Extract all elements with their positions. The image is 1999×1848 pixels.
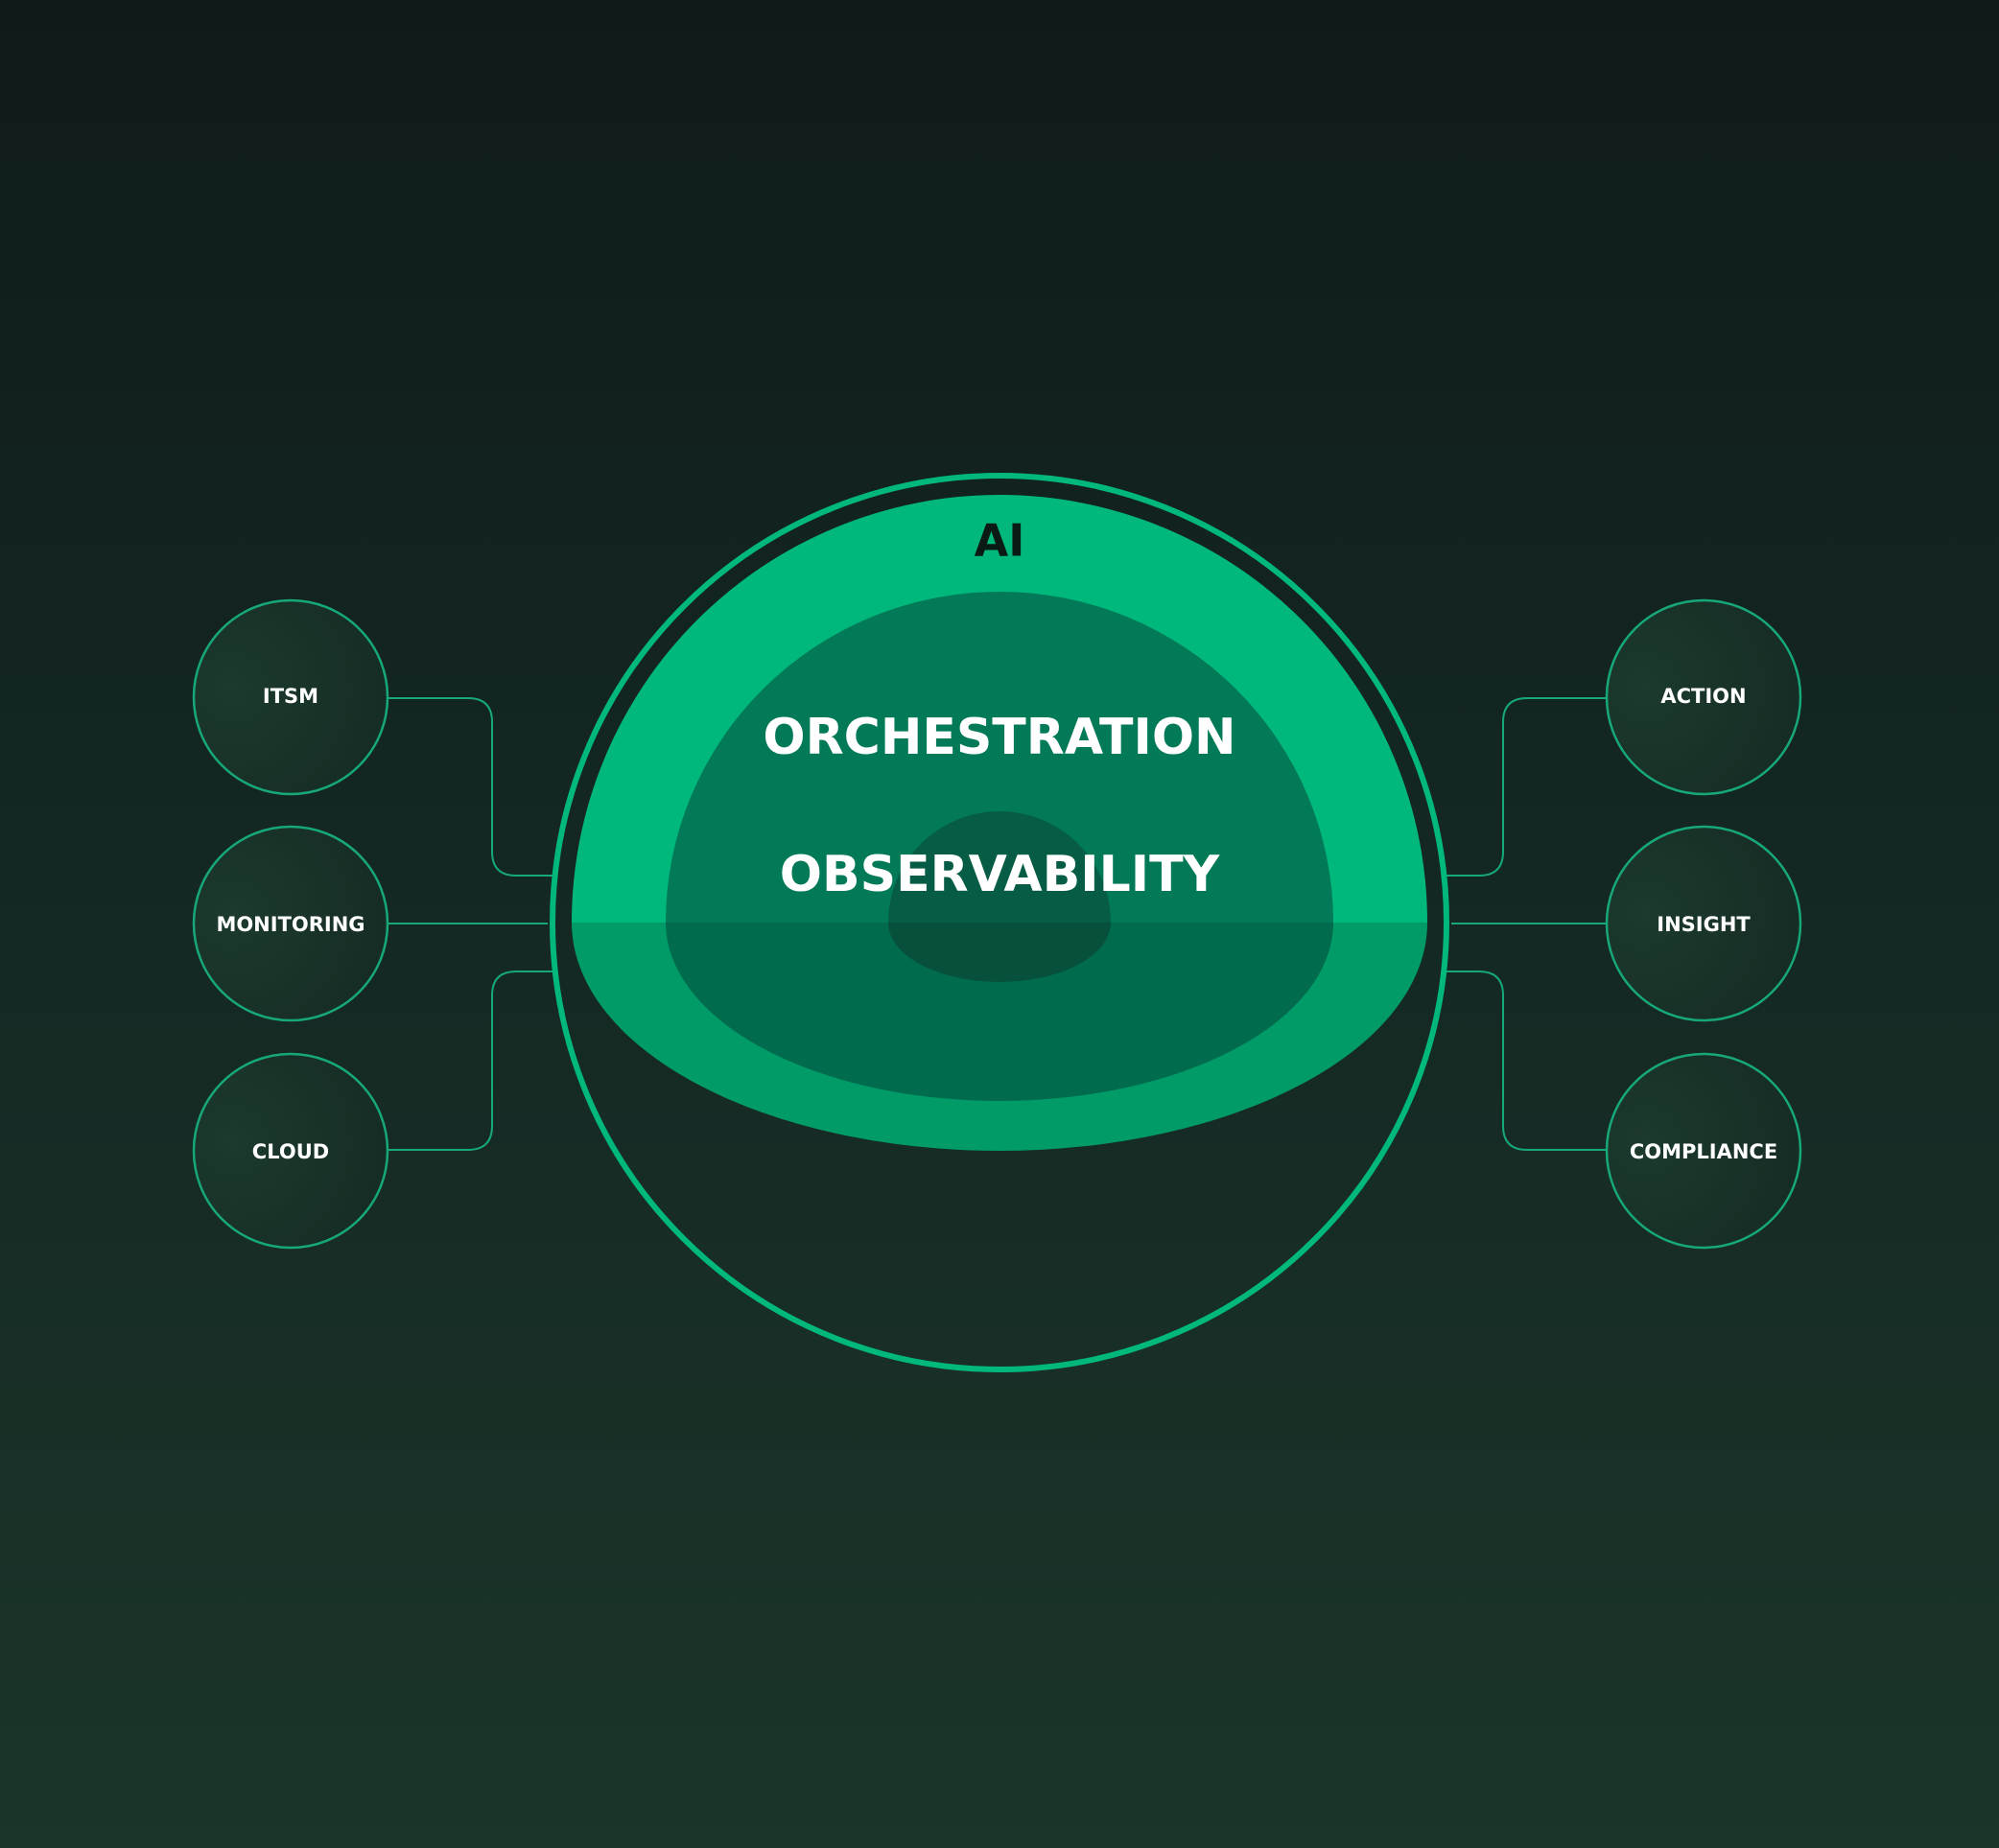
output-node-label: ACTION [1660, 685, 1746, 708]
outer-ring [550, 473, 1449, 1372]
input-node-itsm: ITSM [192, 598, 389, 796]
input-node-cloud: CLOUD [192, 1052, 389, 1250]
orchestration-label: ORCHESTRATION [763, 709, 1235, 766]
observability-core-bottom [888, 923, 1111, 982]
output-connectors [1446, 697, 1607, 1151]
output-node-compliance: COMPLIANCE [1605, 1052, 1802, 1250]
output-node-label: COMPLIANCE [1630, 1140, 1777, 1163]
input-connectors [388, 697, 553, 1151]
output-node-label: INSIGHT [1657, 913, 1751, 936]
connector-compliance [1446, 971, 1607, 1151]
input-node-label: CLOUD [252, 1140, 329, 1163]
input-node-monitoring: MONITORING [192, 825, 389, 1022]
output-node-action: ACTION [1605, 598, 1802, 796]
observability-label: OBSERVABILITY [780, 846, 1221, 903]
observability-core-top [888, 811, 1111, 923]
connector-action [1446, 697, 1607, 877]
orchestration-layer-bottom [666, 923, 1333, 1101]
orchestration-layer [666, 592, 1333, 1101]
input-node-label: ITSM [263, 685, 318, 708]
connector-cloud [388, 971, 553, 1151]
output-node-insight: INSIGHT [1605, 825, 1802, 1022]
input-node-label: MONITORING [216, 913, 365, 936]
observability-core [888, 811, 1111, 982]
orchestration-layer-top [666, 592, 1333, 923]
connector-itsm [388, 697, 553, 877]
ai-label: AI [975, 515, 1025, 567]
